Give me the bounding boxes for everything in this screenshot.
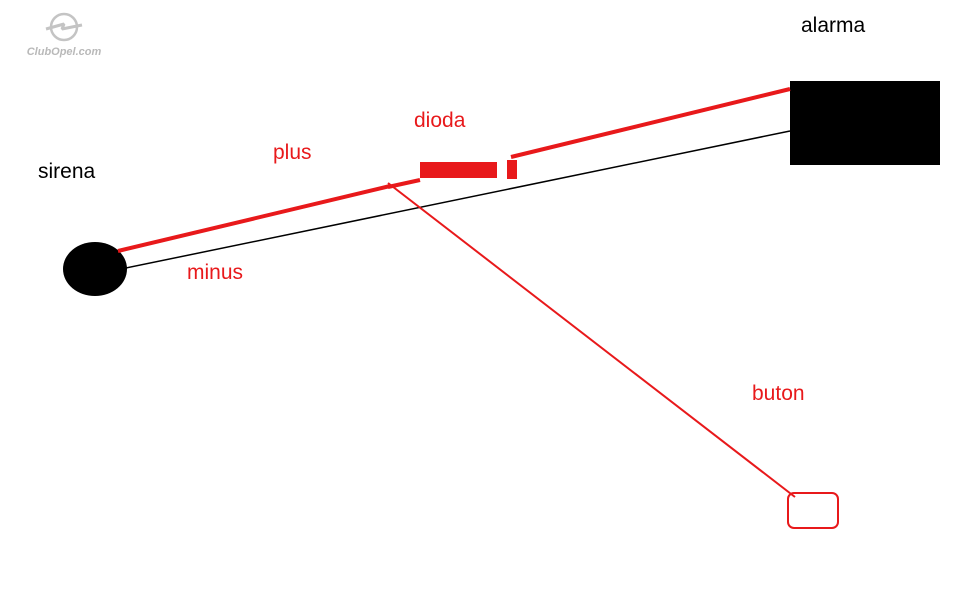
label-dioda: dioda	[414, 109, 466, 132]
label-sirena: sirena	[38, 160, 96, 183]
plus-wire-junction-segment	[387, 178, 421, 189]
button	[787, 492, 839, 529]
minus-wire	[125, 130, 791, 269]
diode-band	[507, 160, 517, 179]
watermark-text: ClubOpel.com	[26, 46, 102, 58]
siren	[63, 242, 127, 296]
label-minus: minus	[187, 261, 244, 284]
label-buton: buton	[752, 382, 805, 405]
watermark: ClubOpel.com	[14, 10, 114, 62]
opel-logo-icon	[45, 12, 83, 42]
plus-wire-siren-segment	[117, 184, 391, 253]
alarm-unit	[790, 81, 940, 165]
plus-wire-alarm-segment	[510, 87, 791, 159]
diode-body	[420, 162, 497, 178]
button-wire	[387, 182, 796, 498]
label-plus: plus	[273, 141, 312, 164]
label-alarma: alarma	[801, 14, 866, 37]
